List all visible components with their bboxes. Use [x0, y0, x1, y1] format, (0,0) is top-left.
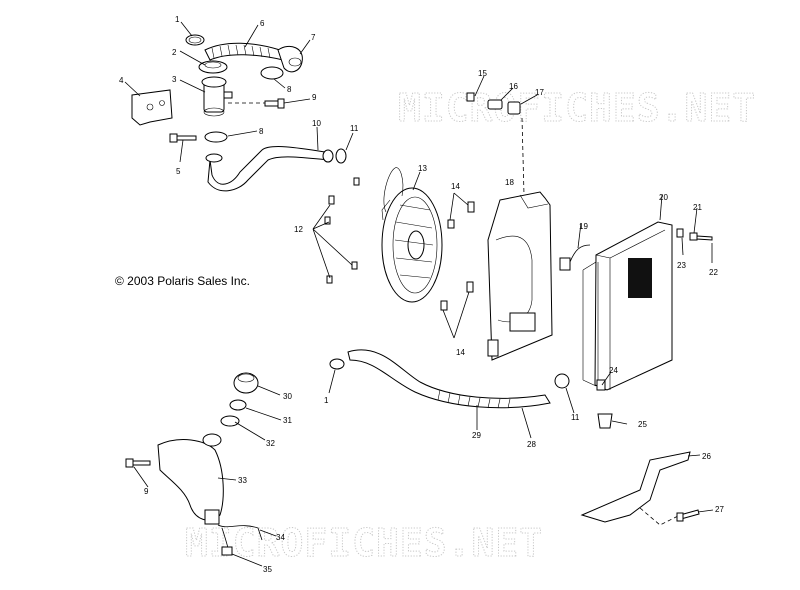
clamp-11b: [554, 373, 570, 389]
bolt-9a: [264, 98, 285, 109]
callout-21: 21: [693, 203, 702, 212]
callout-34: 34: [276, 533, 285, 542]
callout-10: 10: [312, 119, 321, 128]
callout-31: 31: [283, 416, 292, 425]
callout-12: 12: [294, 225, 303, 234]
clamp-35: [221, 546, 233, 556]
bolt-27: [676, 509, 700, 522]
callout-19: 19: [579, 222, 588, 231]
callout-7: 7: [311, 33, 316, 42]
clamp-8a: [260, 66, 284, 80]
clamp-8b: [204, 131, 228, 143]
leader-12: [312, 204, 353, 279]
cap-25: [597, 413, 613, 429]
callout-11b: 11: [571, 413, 580, 422]
radiator-20: [582, 221, 673, 391]
callout-15: 15: [478, 69, 487, 78]
callout-24: 24: [609, 366, 618, 375]
callout-32: 32: [266, 439, 275, 448]
callout-1a: 1: [175, 15, 180, 24]
elbow-7: [277, 46, 303, 73]
callout-23: 23: [677, 261, 686, 270]
callout-28: 28: [527, 440, 536, 449]
callout-27: 27: [715, 505, 724, 514]
radiator-label-plate: [628, 258, 652, 298]
gasket-31: [229, 399, 247, 411]
reservoir-33: [157, 433, 224, 525]
fan-13: [381, 167, 443, 303]
leader-14b: [442, 291, 470, 339]
callout-26: 26: [702, 452, 711, 461]
shroud-18: [487, 191, 553, 361]
callout-8b: 8: [259, 127, 264, 136]
callout-30: 30: [283, 392, 292, 401]
callout-16: 16: [509, 82, 518, 91]
callout-29: 29: [472, 431, 481, 440]
clamp-11a: [335, 148, 347, 164]
callout-13: 13: [418, 164, 427, 173]
callout-3: 3: [172, 75, 177, 84]
callout-17: 17: [535, 88, 544, 97]
cap-30: [233, 372, 259, 394]
callout-labels: 1 2 3 4 5 6 7 8 9 8 10 11 12 13 14 14 15…: [119, 15, 724, 574]
leader-dash-17: [521, 117, 525, 196]
callout-2: 2: [172, 48, 177, 57]
callout-25: 25: [638, 420, 647, 429]
cap-2: [198, 60, 228, 74]
upper-hose-6: [204, 42, 284, 61]
part-16: [487, 99, 503, 110]
bracket-4: [131, 89, 173, 126]
clamp-1b: [329, 358, 345, 370]
bolts-21-23: [676, 228, 713, 241]
callout-6: 6: [260, 19, 265, 28]
bolt-5: [169, 133, 197, 143]
wire-bits-12: [324, 177, 360, 284]
callout-5: 5: [176, 167, 181, 176]
callout-11a: 11: [350, 124, 359, 133]
callout-8a: 8: [287, 85, 292, 94]
callout-4: 4: [119, 76, 124, 85]
lower-hose-10: [205, 146, 334, 192]
filler-neck-3: [201, 76, 233, 117]
callout-9b: 9: [144, 487, 149, 496]
callout-18: 18: [505, 178, 514, 187]
bracket-26: [580, 451, 691, 523]
callout-leaders: [124, 21, 714, 567]
clips-14a: [447, 201, 475, 229]
part-17: [507, 101, 521, 115]
part-24: [596, 379, 606, 391]
watermark-bottom: MICROFICHES.NET: [185, 521, 543, 565]
leader-14a: [449, 192, 469, 221]
bottom-hose-28: [347, 349, 551, 409]
bolt-9b: [125, 458, 151, 468]
copyright-text: © 2003 Polaris Sales Inc.: [115, 274, 250, 288]
callout-20: 20: [659, 193, 668, 202]
callout-14b: 14: [456, 348, 465, 357]
callout-14a: 14: [451, 182, 460, 191]
leader-dash-27: [639, 507, 681, 526]
neck-32: [220, 415, 240, 427]
watermark-top: MICROFICHES.NET: [398, 86, 756, 130]
hose-clamp-1: [185, 34, 205, 46]
callout-33: 33: [238, 476, 247, 485]
callout-9a: 9: [312, 93, 317, 102]
callout-1b: 1: [324, 396, 329, 405]
callout-22: 22: [709, 268, 718, 277]
wire-19: [559, 244, 591, 271]
part-15: [466, 92, 475, 102]
callout-35: 35: [263, 565, 272, 574]
clips-14b: [440, 281, 474, 311]
